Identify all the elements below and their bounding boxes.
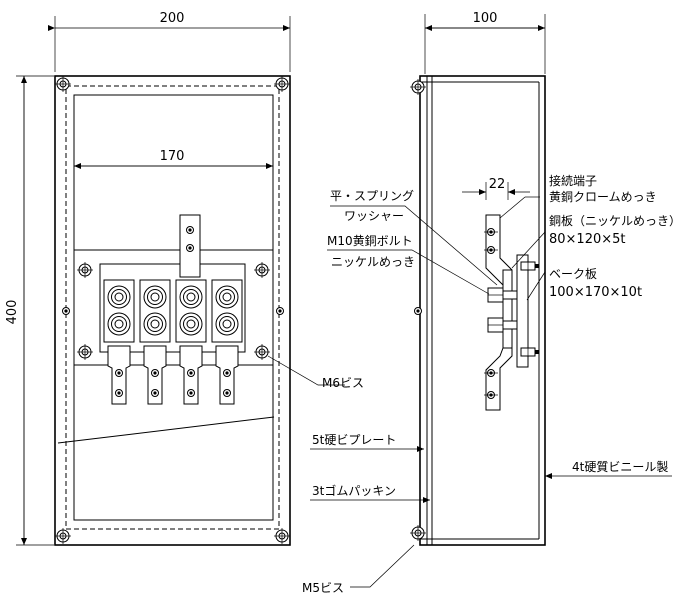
- dim-22-text: 22: [489, 177, 506, 192]
- cover-cut-line: [57, 416, 275, 444]
- vinyl-case-label: 4t硬質ビニール製: [572, 459, 668, 474]
- side-mount-screw: [520, 347, 539, 357]
- dim-100-text: 100: [473, 11, 498, 26]
- side-m10-bolt: [487, 287, 518, 303]
- bolt-label-1: M10黄銅ボルト: [327, 234, 413, 248]
- side-base-plate: [516, 254, 529, 368]
- base-plate-leader: [526, 271, 546, 301]
- bolt-leader: [327, 249, 490, 295]
- washer-label-2: ワッシャー: [344, 209, 404, 223]
- corner-screw-icon: [54, 75, 72, 93]
- terminal-label-2: 黄銅クロームめっき: [549, 190, 657, 204]
- side-mount-screw: [520, 261, 539, 271]
- base-plate-label-1: ベーク板: [549, 267, 597, 281]
- corner-screw-icon: [273, 75, 291, 93]
- m5-screw-icon: [414, 307, 422, 315]
- washer-label-1: 平・スプリング: [330, 189, 414, 203]
- washer-leader: [330, 205, 498, 286]
- side-bottom-terminal: [484, 347, 513, 411]
- terminal-leader: [499, 196, 526, 219]
- m6-screw-label: M6ビス: [322, 376, 364, 390]
- terminal-column: [211, 279, 243, 405]
- dimension-terminal-22: 22: [462, 177, 530, 200]
- side-screw-icon: [276, 307, 284, 315]
- corner-screw-icon: [273, 527, 291, 545]
- m6-screw-icon: [76, 343, 94, 361]
- dim-400-text: 400: [5, 300, 20, 325]
- side-screw-icon: [62, 307, 70, 315]
- copper-plate: [99, 263, 246, 353]
- copper-plate-leader: [511, 231, 546, 269]
- side-m10-bolt: [487, 317, 518, 333]
- rubber-packing-label: 3tゴムパッキン: [312, 483, 396, 498]
- corner-screw-icon: [54, 527, 72, 545]
- terminal-label-1: 接続端子: [549, 173, 597, 188]
- dim-170-text: 170: [160, 149, 185, 164]
- front-outer-box: [54, 75, 291, 546]
- m6-screw-icon: [253, 343, 271, 361]
- terminal-column: [175, 279, 207, 405]
- hard-plate-label: 5t硬ビプレート: [312, 433, 396, 447]
- base-plate-label-2: 100×170×10t: [549, 285, 642, 300]
- terminal-column: [103, 279, 135, 405]
- side-view: 100 22: [302, 11, 680, 595]
- dimension-height-400: 400: [5, 75, 54, 546]
- m6-leader-line: [267, 355, 345, 386]
- dimension-depth-100: 100: [424, 11, 546, 74]
- m5-screw-icon: [409, 78, 427, 96]
- copper-plate-label-1: 銅板（ニッケルめっき）: [549, 214, 680, 228]
- top-terminal-tab: [179, 214, 201, 278]
- m5-screw-label: M5ビス: [302, 581, 344, 595]
- terminal-column: [139, 279, 171, 405]
- dimension-width-200: 200: [48, 11, 291, 72]
- bolt-label-2: ニッケルめっき: [331, 255, 415, 269]
- front-view: 200 400 170: [5, 11, 364, 546]
- base-plate: [73, 249, 274, 366]
- copper-plate-label-2: 80×120×5t: [549, 232, 626, 247]
- dim-200-text: 200: [160, 11, 185, 26]
- m5-leader: [350, 544, 415, 588]
- side-copper-plate: [502, 269, 513, 349]
- m6-screw-icon: [76, 261, 94, 279]
- m6-screw-icon: [253, 261, 271, 279]
- dimension-inner-170: 170: [74, 149, 273, 169]
